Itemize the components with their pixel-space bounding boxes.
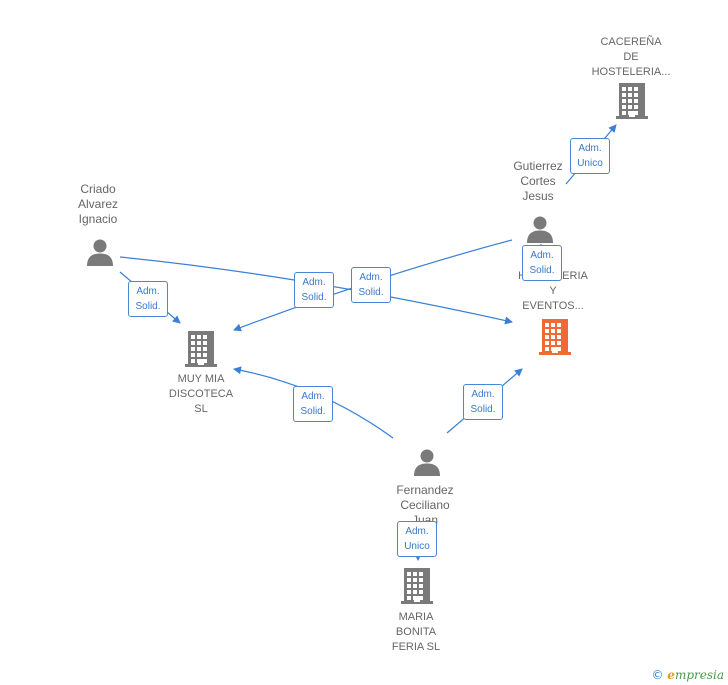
role-badge-gutierrez-cacerena[interactable]: Adm. Unico xyxy=(570,138,610,174)
node-label-cacerena[interactable]: CACEREÑA DE HOSTELERIA... xyxy=(591,36,671,78)
node-label-maria[interactable]: MARIA BONITA FERIA SL xyxy=(391,611,441,653)
role-badge-fernandez-maria[interactable]: Adm. Unico xyxy=(397,521,437,557)
building-icon-cacerena[interactable] xyxy=(616,83,648,124)
node-label-muymia[interactable]: MUY MIA DISCOTECA SL xyxy=(168,373,234,415)
brand-initial: e xyxy=(667,668,675,682)
role-badge-criado-hosteleria[interactable]: Adm. Solid. xyxy=(294,272,334,308)
building-icon-hosteleria[interactable] xyxy=(539,319,571,360)
copyright-mark: © xyxy=(651,668,664,682)
building-icon-muymia[interactable] xyxy=(185,331,217,372)
building-icon-maria[interactable] xyxy=(401,568,433,609)
role-badge-gutierrez-hosteleria[interactable]: Adm. Solid. xyxy=(522,245,562,281)
node-label-criado[interactable]: Criado Alvarez Ignacio xyxy=(77,182,118,226)
person-icon-fernandez[interactable] xyxy=(412,448,442,481)
empresia-logo: © empresia xyxy=(651,668,724,682)
role-badge-gutierrez-muymia[interactable]: Adm. Solid. xyxy=(351,267,391,303)
person-icon-gutierrez[interactable] xyxy=(525,215,555,248)
brand-name: mpresia xyxy=(674,668,724,682)
person-icon-criado[interactable] xyxy=(85,238,115,271)
role-badge-fernandez-muymia[interactable]: Adm. Solid. xyxy=(293,386,333,422)
node-label-gutierrez[interactable]: Gutierrez Cortes Jesus xyxy=(513,159,563,203)
role-badge-criado-muymia[interactable]: Adm. Solid. xyxy=(128,281,168,317)
role-badge-fernandez-hosteleria[interactable]: Adm. Solid. xyxy=(463,384,503,420)
